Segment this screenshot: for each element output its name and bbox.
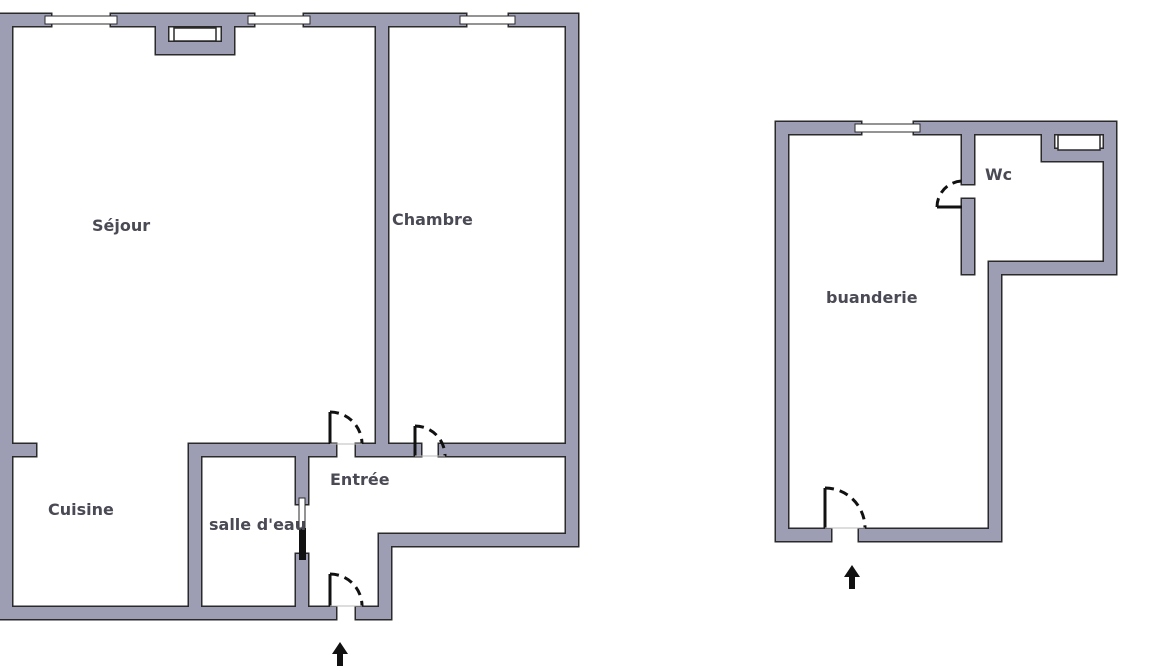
wall bbox=[776, 122, 861, 541]
wall bbox=[774, 120, 863, 543]
door-arc bbox=[329, 572, 364, 607]
door-arc bbox=[935, 179, 964, 208]
sliding-door-icon bbox=[299, 528, 306, 560]
door-arc bbox=[329, 410, 364, 445]
wall bbox=[859, 122, 1116, 541]
window-icon bbox=[459, 15, 516, 25]
room-label-sejour: Séjour bbox=[92, 216, 151, 235]
window-icon bbox=[854, 123, 921, 133]
wall bbox=[857, 120, 1118, 543]
wall bbox=[1042, 122, 1110, 161]
wall bbox=[356, 14, 578, 619]
wall bbox=[0, 14, 336, 619]
duct-box bbox=[1057, 134, 1101, 151]
window-icon bbox=[247, 15, 311, 25]
arrow-up-icon bbox=[332, 642, 348, 666]
duct-box bbox=[173, 27, 217, 42]
room-label-chambre: Chambre bbox=[392, 210, 473, 229]
room-label-cuisine: Cuisine bbox=[48, 500, 114, 519]
room-label-entree: Entrée bbox=[330, 470, 390, 489]
wall bbox=[354, 12, 580, 621]
room-label-salle-deau: salle d'eau bbox=[209, 515, 307, 534]
arrow-up-icon bbox=[844, 565, 860, 589]
door-arc bbox=[824, 486, 867, 529]
room-label-wc: Wc bbox=[985, 165, 1013, 184]
door-arc bbox=[414, 424, 447, 457]
room-label-buanderie: buanderie bbox=[826, 288, 918, 307]
wall bbox=[156, 14, 234, 54]
window-icon bbox=[44, 15, 118, 25]
